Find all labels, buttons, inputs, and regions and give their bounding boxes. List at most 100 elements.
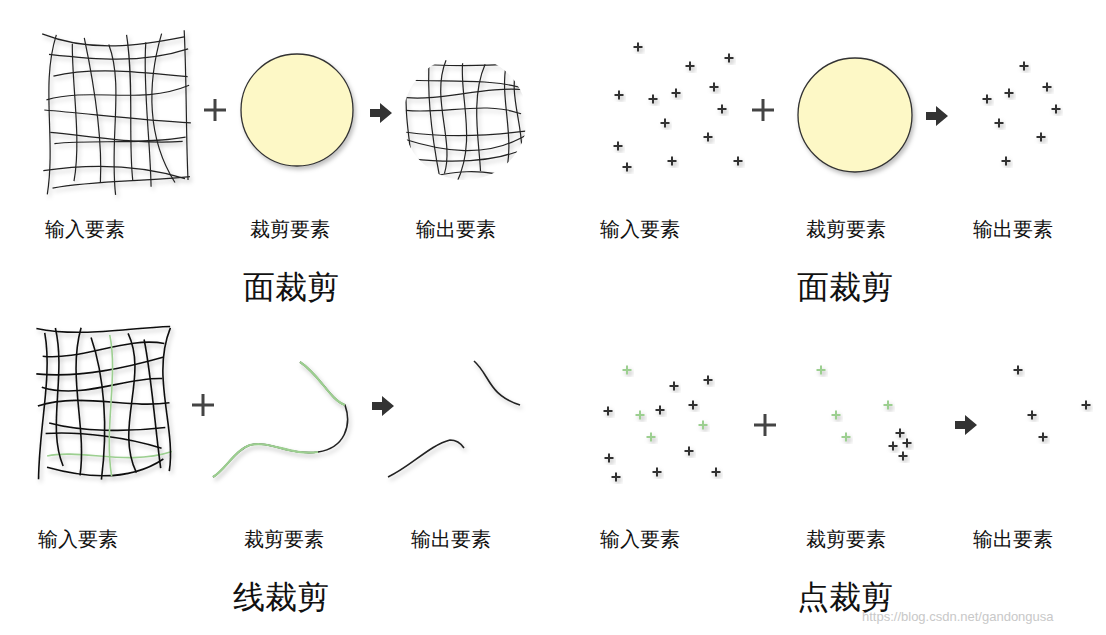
point-marker [817,366,826,375]
point-marker [1052,105,1061,114]
feature-label: 输入要素 [45,217,125,241]
network-line [128,333,136,472]
point-marker [704,133,713,142]
panel-title: 面裁剪 [797,268,893,306]
point-marker [689,401,698,410]
point-marker [995,119,1004,128]
point-marker [1037,133,1046,142]
network-line [404,136,526,151]
feature-label: 输出要素 [973,527,1053,551]
point-marker [605,454,614,463]
network-line [406,108,521,114]
point-marker [1020,62,1029,71]
feature-label: 输入要素 [600,527,680,551]
network-line [47,35,56,195]
feature-label: 输出要素 [973,217,1053,241]
network-line [184,30,188,180]
point-marker [1005,89,1014,98]
network-line [49,49,188,59]
point-marker [1039,433,1048,442]
point-marker [718,105,727,114]
point-marker [649,95,658,104]
network-line [50,132,182,142]
point-marker [710,83,719,92]
network-line [49,423,165,430]
point-marker [634,43,643,52]
clip-line [213,362,348,477]
network-line [39,333,48,479]
network-line [127,35,133,180]
point-marker [734,157,743,166]
plus-operator [754,414,776,436]
network-line [144,339,161,468]
feature-label: 裁剪要素 [250,217,330,241]
point-marker [686,62,695,71]
network-line [406,89,527,98]
point-marker [903,439,912,448]
network-line [457,63,467,183]
network-line [47,459,163,476]
network-line [163,328,171,471]
point-marker [699,421,708,430]
plus-operator [192,394,214,416]
point-marker [704,376,713,385]
network-line [54,137,185,143]
network-line [91,337,105,479]
feature-label: 输入要素 [38,527,118,551]
point-marker [899,452,908,461]
network-line [477,64,485,171]
point-marker [725,54,734,63]
network-line [53,177,190,188]
point-marker [668,157,677,166]
line-network [42,30,191,195]
point-marker [1028,411,1037,420]
plus-operator [752,99,774,121]
network-line [514,63,522,179]
point-marker [712,468,721,477]
output-lines [388,361,520,477]
point-marker [1043,83,1052,92]
point-marker [832,411,841,420]
clip-polygon [241,54,353,166]
result-arrow [926,106,948,126]
point-marker [884,401,893,410]
result-arrow [370,103,392,123]
feature-label: 输出要素 [416,217,496,241]
point-marker [604,407,613,416]
plus-operator [204,99,226,121]
network-line [406,63,415,184]
point-marker [983,95,992,104]
network-line [429,56,440,179]
network-line [46,85,189,100]
point-marker [1082,401,1091,410]
feature-label: 输出要素 [411,527,491,551]
point-marker [896,429,905,438]
network-line [145,42,151,186]
network-line [84,38,100,182]
network-line [152,34,175,183]
network-line [413,172,529,186]
network-line [42,34,184,46]
point-marker [670,382,679,391]
watermark: https://blog.csdn.net/gandongusa [862,609,1054,625]
point-marker [889,442,898,451]
clip-polygon [798,58,912,172]
operator-symbols [192,99,977,436]
point-markers [604,43,1091,482]
point-marker [653,468,662,477]
panel-title: 面裁剪 [243,268,339,306]
feature-label: 裁剪要素 [806,527,886,551]
point-marker [612,473,621,482]
network-line [55,328,63,466]
network-line [76,328,81,476]
point-marker [623,163,632,172]
point-marker [1002,157,1011,166]
network-line [109,44,116,194]
network-line [44,110,191,123]
feature-label: 裁剪要素 [806,217,886,241]
feature-label: 裁剪要素 [244,527,324,551]
network-line [109,335,112,476]
point-marker [636,411,645,420]
point-marker [685,447,694,456]
